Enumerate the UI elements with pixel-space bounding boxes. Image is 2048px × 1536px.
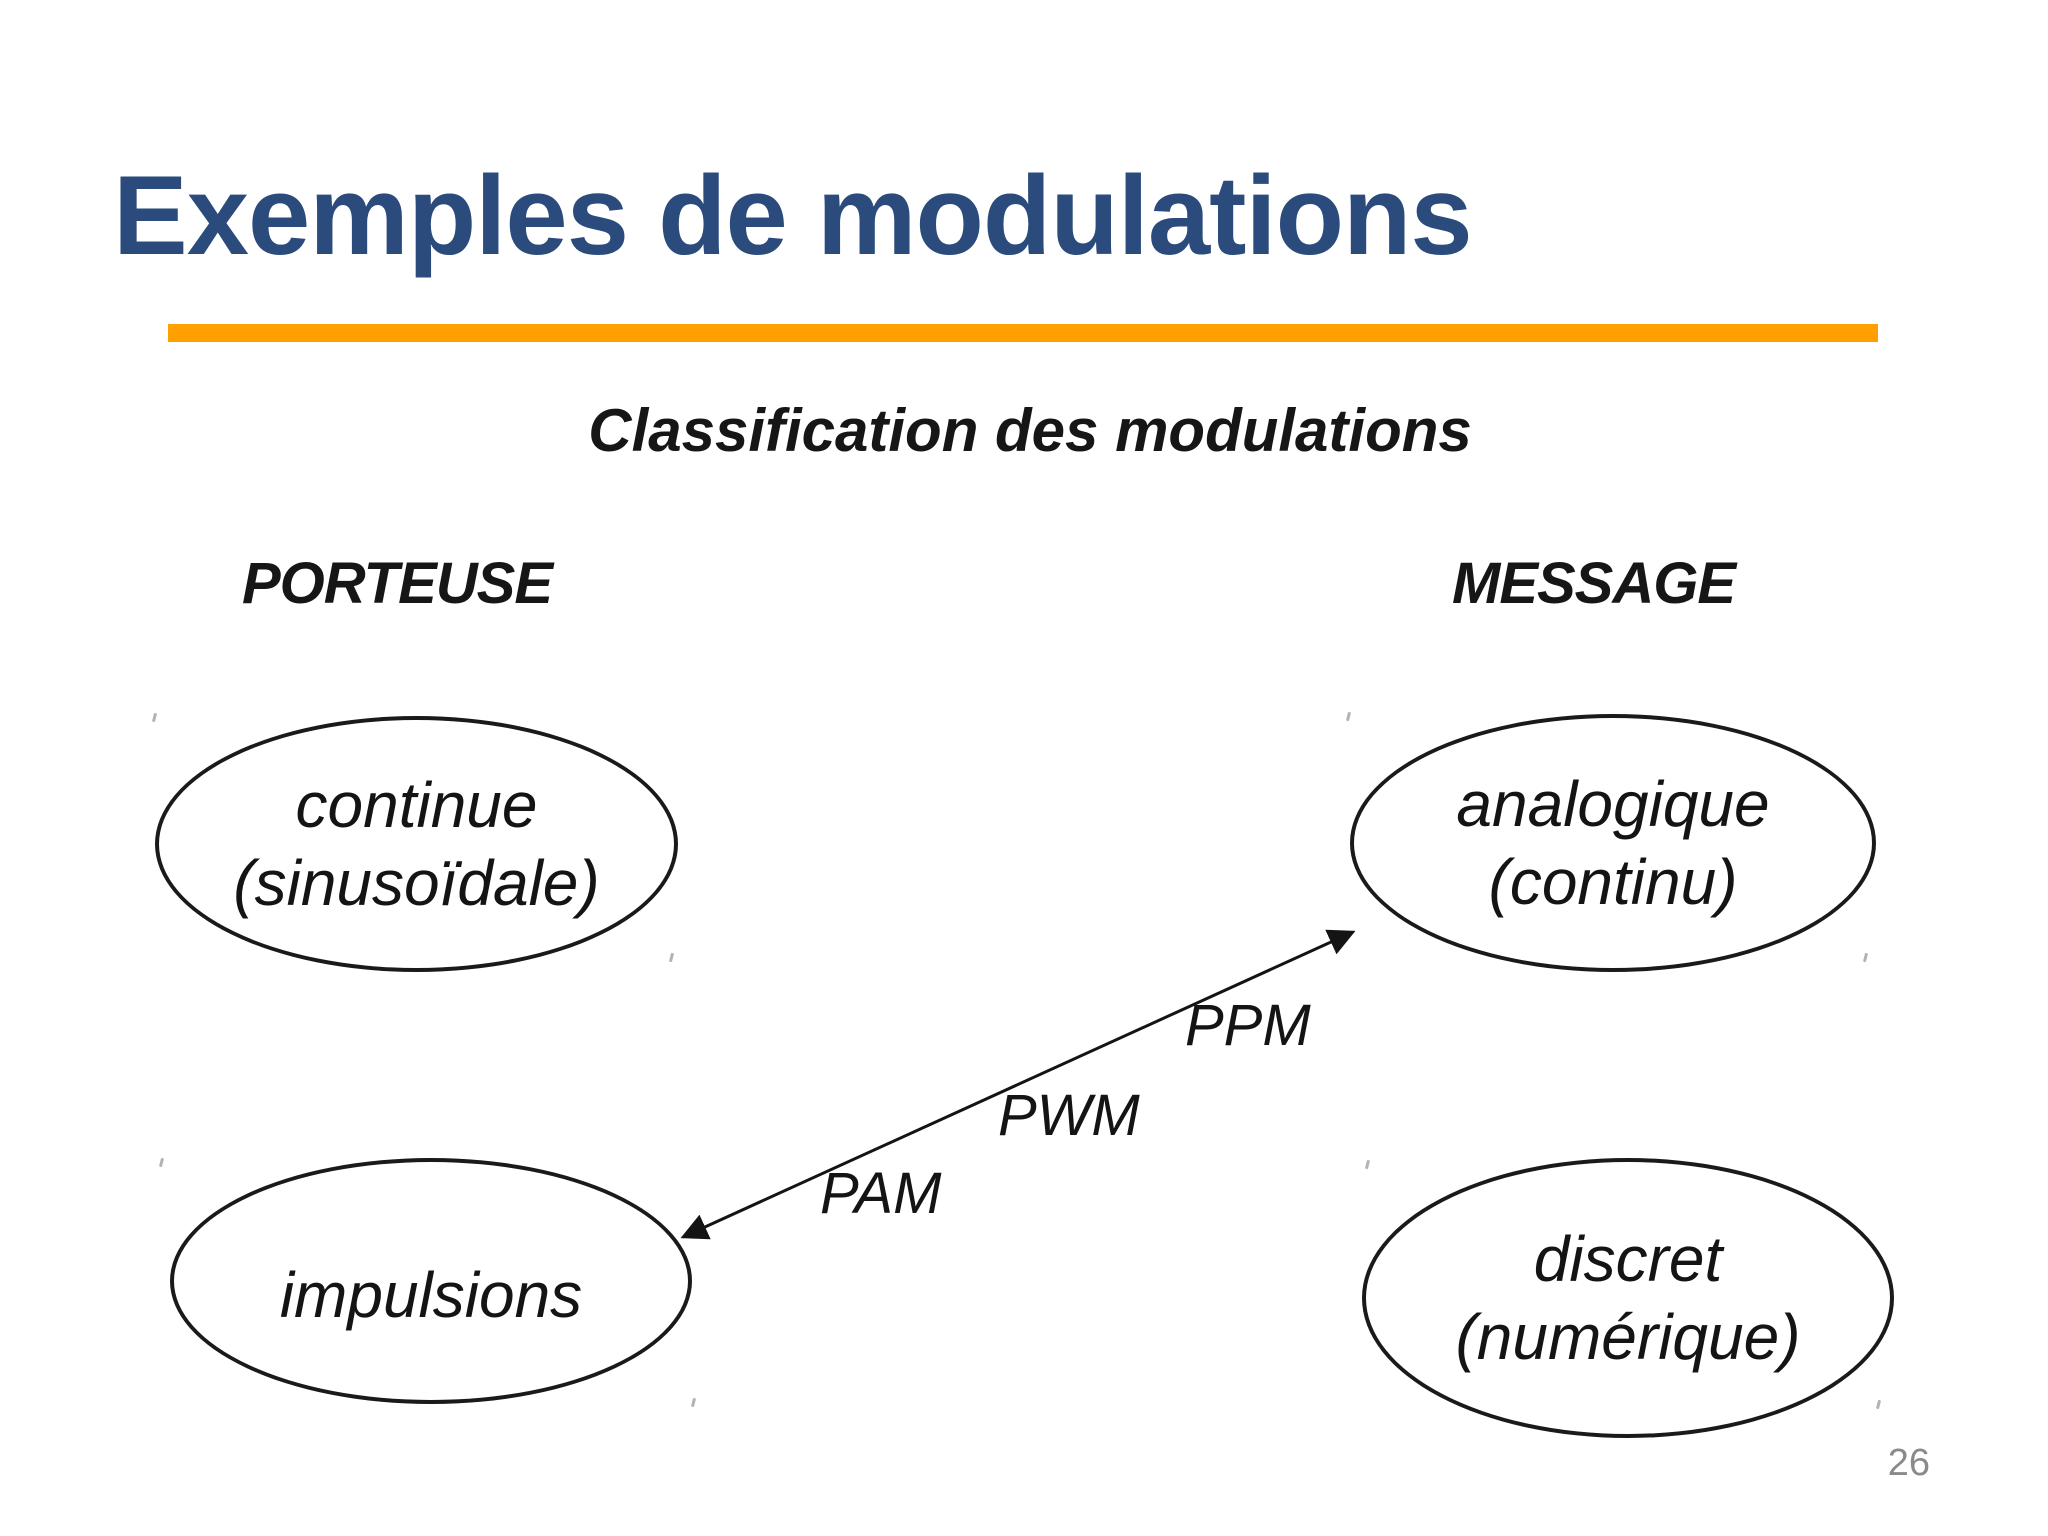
- artifact-speck: [158, 1157, 165, 1168]
- artifact-speck: [690, 1397, 697, 1408]
- diagram-subtitle: Classification des modulations: [588, 397, 1472, 464]
- node-label-line: impulsions: [279, 1258, 583, 1331]
- artifact-speck: [1345, 711, 1352, 722]
- arrow-label-ppm: PPM: [1185, 993, 1311, 1058]
- node-label-line: (continu): [1488, 846, 1738, 918]
- slide-title: Exemples de modulations: [113, 153, 1473, 278]
- node-continue-sinusoidale: continue (sinusoïdale): [155, 716, 678, 972]
- node-analogique-continu: analogique (continu): [1350, 714, 1876, 972]
- column-header-message: MESSAGE: [1452, 551, 1736, 616]
- node-label-line: continue: [295, 768, 538, 841]
- node-label-line: discret: [1533, 1222, 1723, 1295]
- node-label-line: (sinusoïdale): [233, 847, 600, 919]
- artifact-speck: [1364, 1159, 1371, 1170]
- node-discret-numerique: discret (numérique): [1362, 1158, 1894, 1438]
- arrow-label-pam: PAM: [820, 1161, 942, 1226]
- arrow-label-pwm: PWM: [998, 1083, 1140, 1148]
- node-impulsions: impulsions: [170, 1158, 692, 1404]
- node-label-line: analogique: [1456, 767, 1770, 840]
- page-number: 26: [1887, 1442, 1930, 1484]
- artifact-speck: [151, 712, 158, 723]
- artifact-speck: [1875, 1399, 1882, 1410]
- title-underline-rule: [168, 324, 1878, 342]
- column-header-porteuse: PORTEUSE: [242, 551, 553, 616]
- artifact-speck: [668, 952, 675, 963]
- node-label-line: (numérique): [1455, 1301, 1801, 1373]
- artifact-speck: [1862, 952, 1869, 963]
